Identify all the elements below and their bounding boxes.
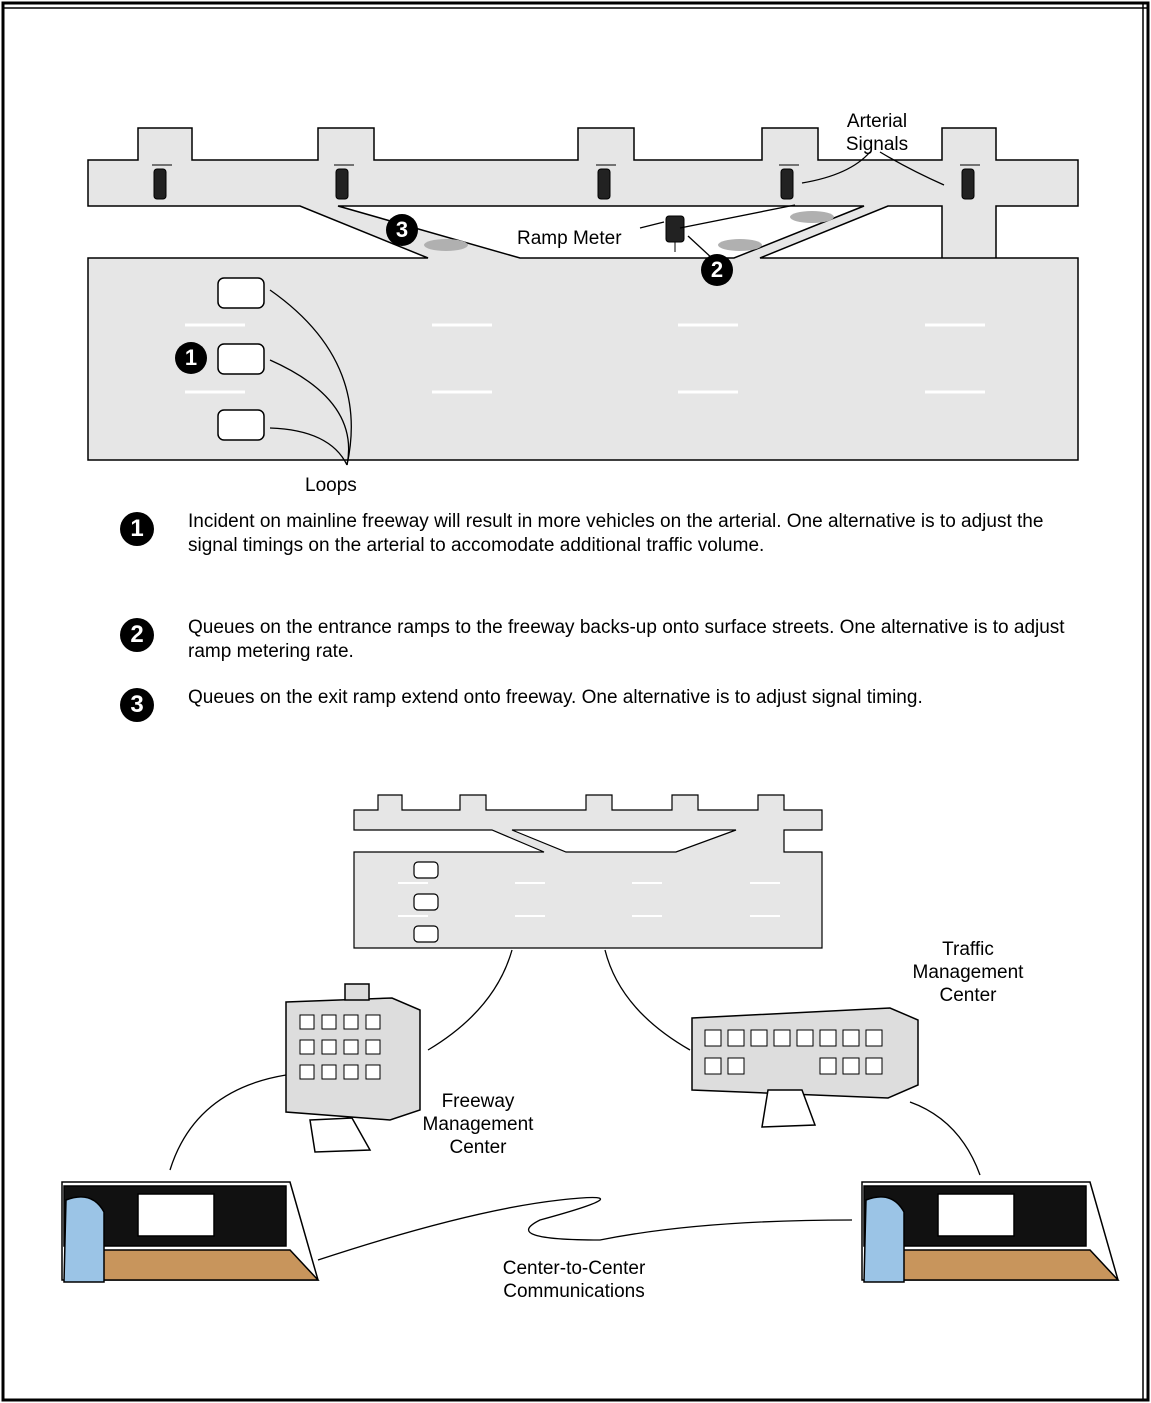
communication-arrows [169, 949, 981, 1261]
top-road-diagram [87, 127, 1079, 461]
lane-markings [185, 323, 985, 394]
note-1: 1 Incident on mainline freeway will resu… [120, 511, 1080, 582]
badge-2: 2 [701, 254, 733, 286]
queue-marks [424, 211, 834, 251]
note-1-text: Incident on mainline freeway will result… [188, 511, 1044, 556]
badge-1: 1 [175, 342, 207, 374]
traffic-center-label: Traffic Management Center [912, 939, 1024, 1006]
workstation-left [61, 1181, 320, 1283]
traffic-center-building [691, 1007, 919, 1128]
note-1-badge: 1 [120, 512, 154, 546]
ramp-meter-icon [665, 215, 685, 252]
mini-lane-markings [398, 882, 780, 917]
workstation-right [861, 1181, 1120, 1283]
note-2: 2 Queues on the entrance ramps to the fr… [120, 617, 1080, 688]
note-3-badge: 3 [120, 688, 154, 722]
ramp-meter-label: Ramp Meter [517, 228, 622, 249]
freeway-center-building [285, 983, 421, 1153]
c2c-label: Center-to-Center Communications [502, 1258, 646, 1302]
arterial-signal-icons [152, 164, 980, 200]
freeway-center-label: Freeway Management Center [422, 1091, 534, 1158]
loops-label: Loops [305, 475, 357, 496]
mini-road-diagram [353, 794, 823, 949]
arterial-signals-label: Arterial Signals [845, 111, 909, 155]
loop-detectors [217, 277, 265, 441]
note-3: 3 Queues on the exit ramp extend onto fr… [120, 687, 1080, 758]
badge-3: 3 [386, 214, 418, 246]
building-windows [299, 1014, 883, 1080]
note-2-text: Queues on the entrance ramps to the free… [188, 617, 1065, 662]
leader-lines [269, 151, 945, 466]
note-3-text: Queues on the exit ramp extend onto free… [188, 687, 923, 708]
note-2-badge: 2 [120, 618, 154, 652]
